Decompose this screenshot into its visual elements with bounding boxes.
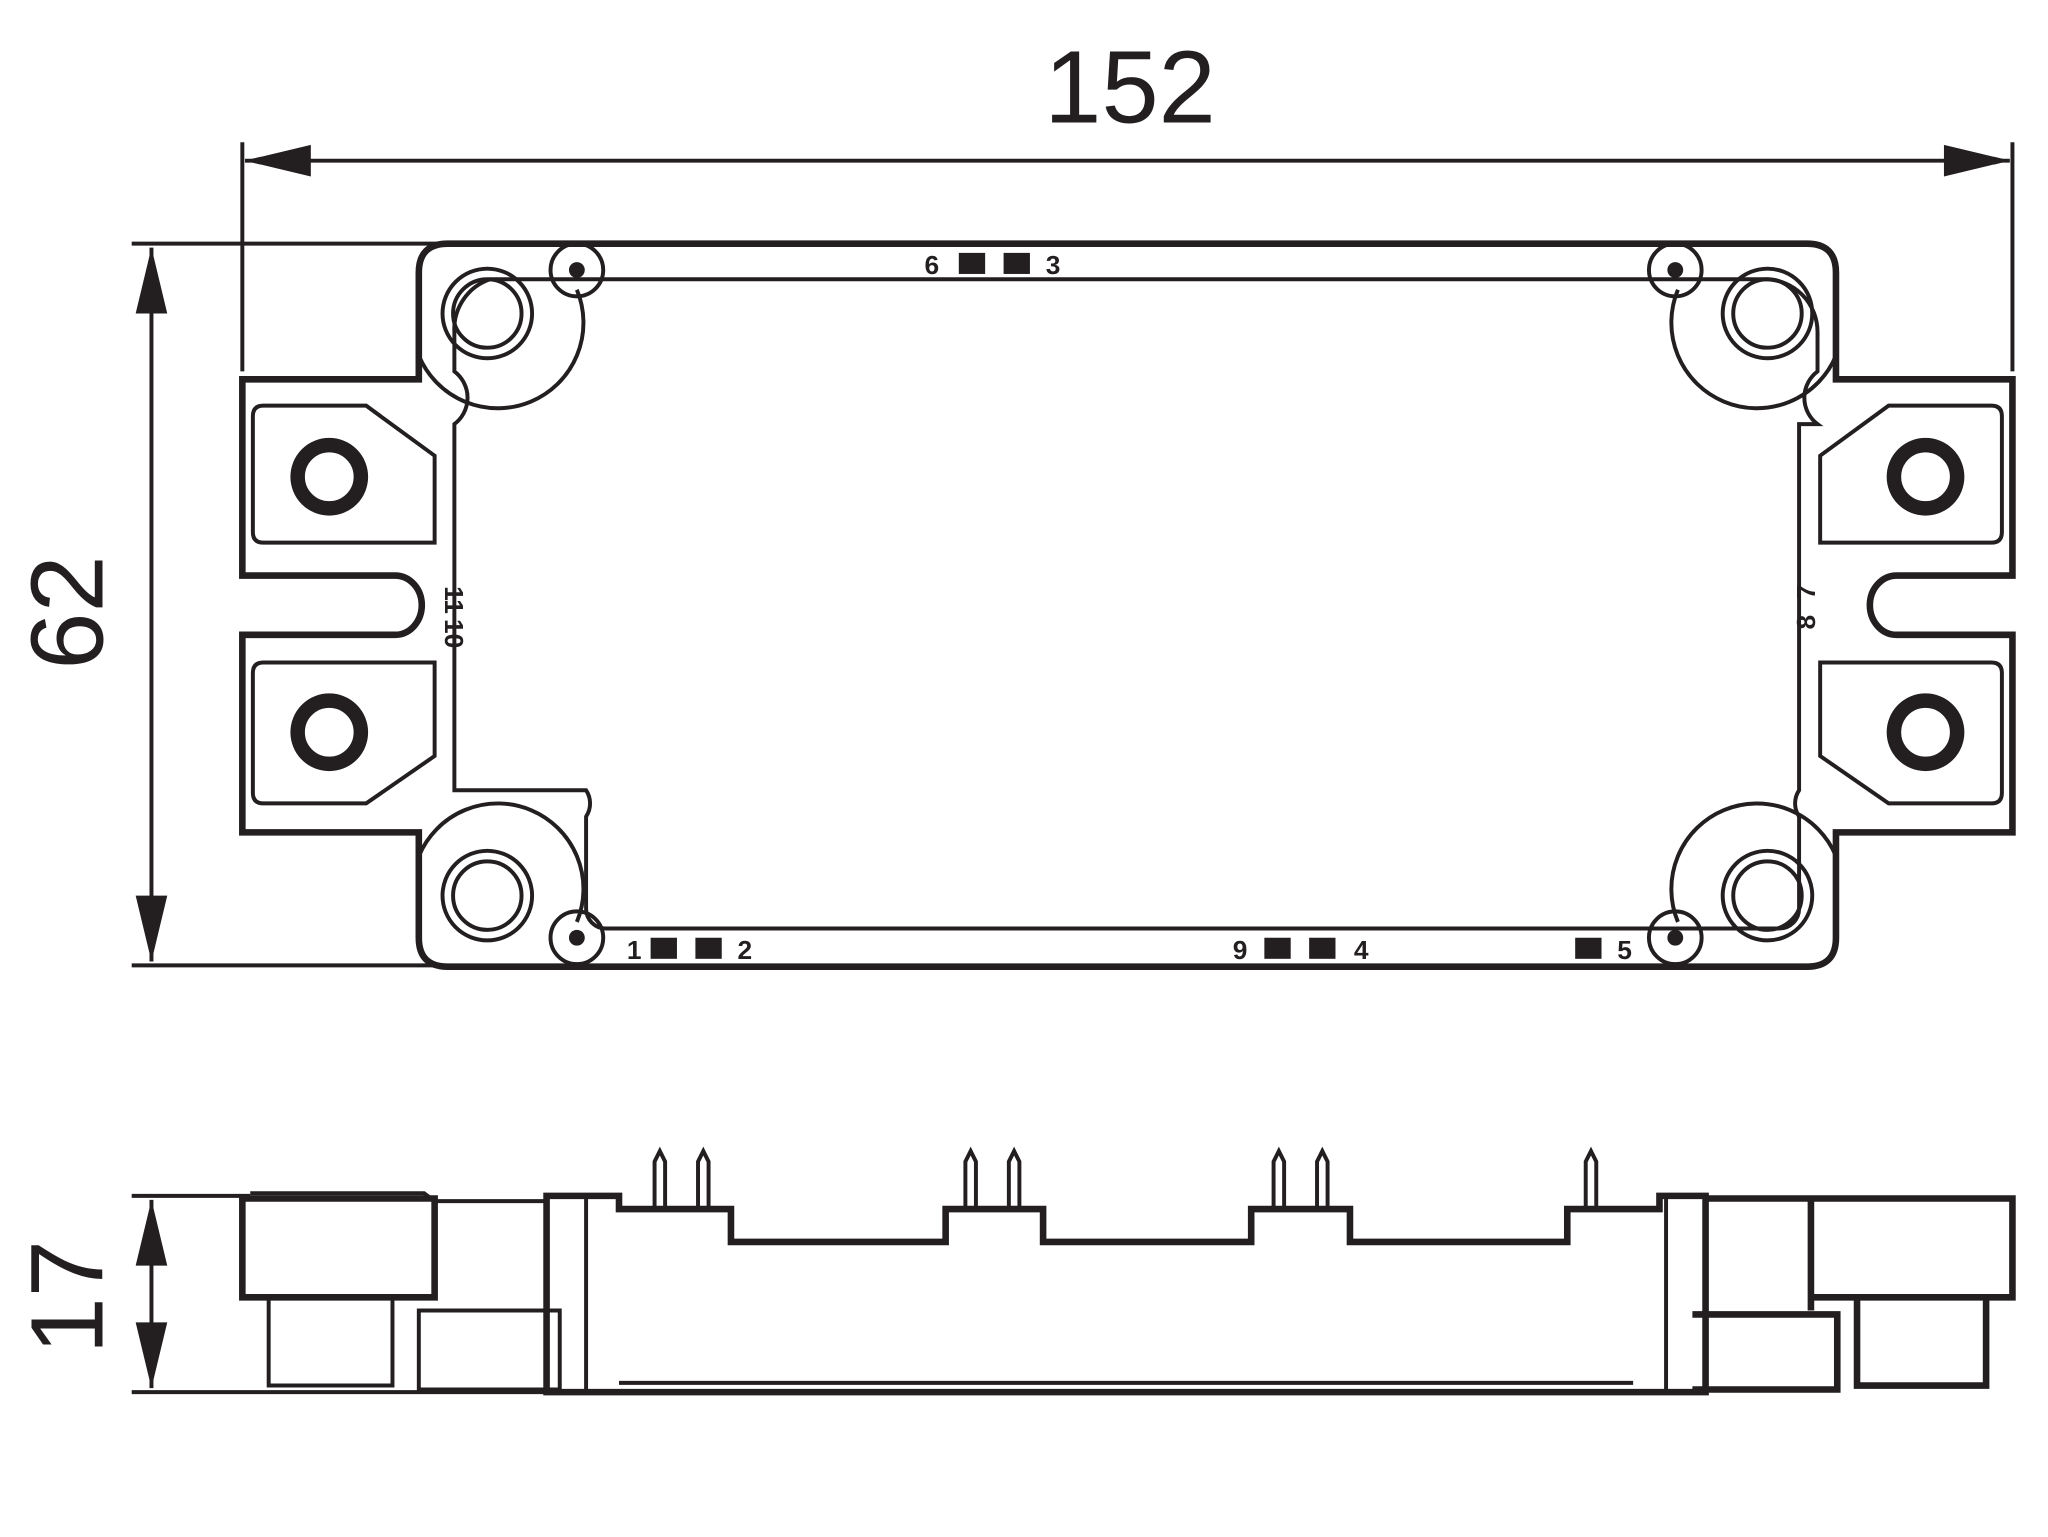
- mounting-hole: [440, 848, 535, 943]
- pin-label: 1: [627, 935, 642, 965]
- power-terminal: [1818, 403, 2004, 545]
- pin-label: 5: [1617, 935, 1632, 965]
- guide-pin: [1646, 909, 1704, 967]
- guide-pin: [1646, 241, 1704, 299]
- pin-label: 9: [1233, 935, 1248, 965]
- mounting-hole: [1720, 266, 1815, 361]
- thickness-label: 17: [10, 1240, 125, 1354]
- mounting-hole: [440, 266, 535, 361]
- pin-label: 6: [925, 250, 940, 280]
- power-terminal: [1818, 660, 2004, 806]
- pin-label: 11: [439, 586, 469, 614]
- side-view: [239, 1146, 2016, 1396]
- pin-label: 7: [1791, 585, 1821, 600]
- height-dimension: 62: [10, 241, 442, 968]
- thickness-dimension: 17: [10, 1193, 620, 1395]
- power-terminal: [250, 403, 437, 545]
- pin-label: 8: [1791, 615, 1821, 630]
- power-terminal: [250, 660, 437, 806]
- mounting-hole: [1720, 848, 1815, 943]
- pin-label: 2: [738, 935, 753, 965]
- pin-label: 4: [1354, 935, 1369, 965]
- top-view: 6 3 1 2 9 4 5 10 11 8 7: [239, 240, 2016, 971]
- pin-label: 10: [439, 619, 469, 648]
- guide-pin: [548, 241, 606, 299]
- guide-pin: [548, 909, 606, 967]
- width-label: 152: [1044, 29, 1215, 144]
- width-dimension: 152: [240, 29, 2015, 372]
- pin-label: 3: [1046, 250, 1061, 280]
- signal-pins: [652, 1146, 1599, 1210]
- height-label: 62: [10, 555, 125, 669]
